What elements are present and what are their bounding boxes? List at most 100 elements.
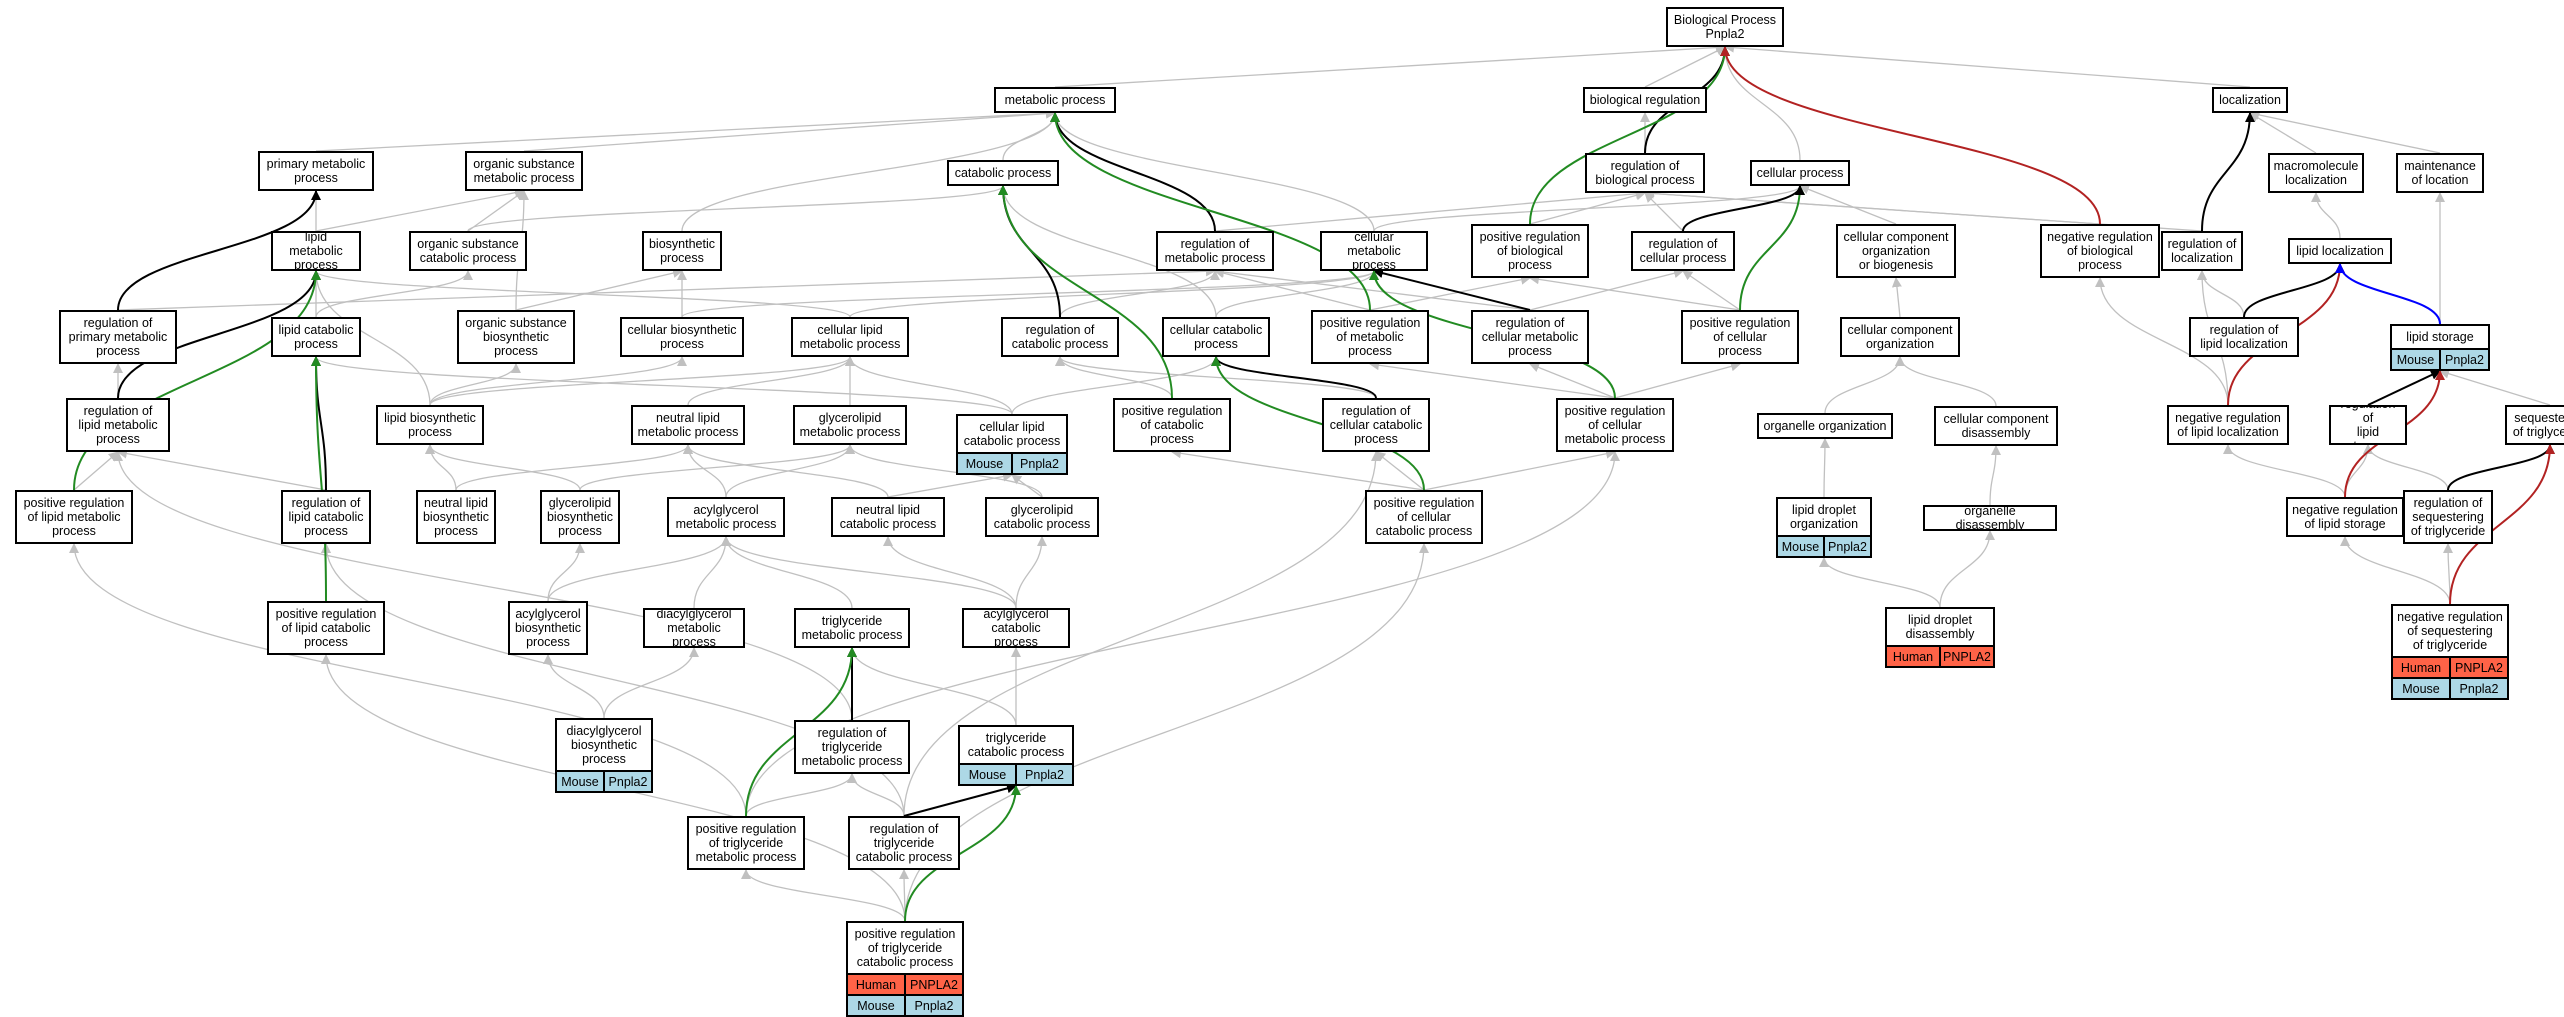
go-term-acylglycerol-cat[interactable]: acylglycerol catabolic process (962, 608, 1070, 648)
go-term-pos-reg-lipid-cat[interactable]: positive regulation of lipid catabolic p… (267, 601, 385, 655)
go-term-reg-cell-met[interactable]: regulation of cellular metabolic process (1471, 310, 1589, 364)
edge-seq-tg-to-lipid-storage (2439, 368, 2551, 406)
go-term-glycerolipid-bio[interactable]: glycerolipid biosynthetic process (540, 490, 620, 544)
go-term-macro-loc[interactable]: macromolecule localization (2268, 153, 2364, 193)
go-term-acylglycerol-bio[interactable]: acylglycerol biosynthetic process (508, 601, 588, 655)
go-term-glycerolipid-cat[interactable]: glycerolipid catabolic process (985, 497, 1099, 537)
go-term-pos-reg-cell-cat[interactable]: positive regulation of cellular cataboli… (1365, 490, 1483, 544)
go-term-reg-cell-cat[interactable]: regulation of cellular catabolic process (1322, 398, 1430, 452)
go-term-label: glycerolipid metabolic process (799, 411, 901, 439)
species-label: Mouse (561, 774, 599, 789)
go-term-lipid-met[interactable]: lipid metabolic process (271, 231, 361, 271)
edge-lipid-cat-to-org-sub-cat (315, 270, 473, 318)
go-term-reg-loc[interactable]: regulation of localization (2161, 231, 2243, 271)
go-term-cell-lipid-met[interactable]: cellular lipid metabolic process (791, 317, 909, 357)
go-term-pos-reg-tg-met[interactable]: positive regulation of triglyceride meta… (687, 816, 805, 870)
go-term-pos-reg-lipid-met[interactable]: positive regulation of lipid metabolic p… (15, 490, 133, 544)
go-term-diacylglycerol-met[interactable]: diacylglycerol metabolic process (643, 608, 745, 648)
go-term-biosyn[interactable]: biosynthetic process (642, 231, 722, 271)
go-term-pos-reg-met[interactable]: positive regulation of metabolic process (1311, 310, 1429, 364)
edge-biol-reg-to-bp (1644, 46, 1726, 88)
go-term-catabolic[interactable]: catabolic process (947, 160, 1059, 186)
go-term-reg-prim-met[interactable]: regulation of primary metabolic process (59, 310, 177, 364)
go-term-label: regulation of triglyceride metabolic pro… (801, 726, 903, 768)
go-term-primary-met[interactable]: primary metabolic process (258, 151, 374, 191)
go-term-org-sub-cat[interactable]: organic substance catabolic process (409, 231, 527, 271)
edge-reg-cat-to-reg-met (1059, 270, 1220, 318)
go-term-label: maintenance of location (2404, 159, 2476, 187)
go-term-cell-cat[interactable]: cellular catabolic process (1162, 317, 1270, 357)
go-term-cellular-proc[interactable]: cellular process (1750, 160, 1850, 186)
go-term-reg-tg-met[interactable]: regulation of triglyceride metabolic pro… (794, 720, 910, 774)
go-term-pos-reg-tg-cat[interactable]: positive regulation of triglyceride cata… (846, 921, 964, 1017)
go-term-reg-tg-cat[interactable]: regulation of triglyceride catabolic pro… (848, 816, 960, 870)
go-term-pos-reg-bio[interactable]: positive regulation of biological proces… (1471, 224, 1589, 278)
go-term-lipid-biosyn[interactable]: lipid biosynthetic process (376, 405, 484, 445)
go-term-maint-loc[interactable]: maintenance of location (2396, 153, 2484, 193)
go-term-lipid-cat[interactable]: lipid catabolic process (271, 317, 361, 357)
edge-org-sub-cat-to-org-sub-met (467, 190, 525, 232)
go-term-pos-reg-cat[interactable]: positive regulation of catabolic process (1113, 398, 1231, 452)
go-term-label: regulation of sequestering of triglyceri… (2410, 496, 2486, 538)
go-term-reg-lipid-storage[interactable]: regulation of lipid storage (2329, 405, 2407, 445)
go-term-reg-lipid-loc[interactable]: regulation of lipid localization (2189, 317, 2299, 357)
go-term-organelle-org[interactable]: organelle organization (1757, 413, 1893, 439)
go-term-label: triglyceride metabolic process (801, 614, 903, 642)
go-term-neg-reg-lipid-storage[interactable]: negative regulation of lipid storage (2286, 497, 2404, 537)
gene-label: PNPLA2 (1939, 647, 1993, 666)
go-term-pos-reg-cell-met[interactable]: positive regulation of cellular metaboli… (1556, 398, 1674, 452)
go-term-neg-reg-bio[interactable]: negative regulation of biological proces… (2040, 224, 2160, 278)
go-term-biol-reg[interactable]: biological regulation (1583, 87, 1707, 113)
go-term-acylglycerol-met[interactable]: acylglycerol metabolic process (667, 497, 785, 537)
go-term-glycerolipid-met[interactable]: glycerolipid metabolic process (793, 405, 907, 445)
go-term-label: cellular metabolic process (1347, 231, 1401, 271)
go-term-localization[interactable]: localization (2212, 87, 2288, 113)
go-term-reg-seq-tg[interactable]: regulation of sequestering of triglyceri… (2403, 490, 2493, 544)
go-term-reg-met[interactable]: regulation of metabolic process (1156, 231, 1274, 271)
go-term-pos-reg-cell[interactable]: positive regulation of cellular process (1681, 310, 1799, 364)
go-term-neg-reg-seq-tg[interactable]: negative regulation of sequestering of t… (2391, 604, 2509, 700)
edge-cell-comp-org2-to-cell-comp-org (1891, 277, 1902, 318)
go-term-label: lipid storage (2406, 330, 2474, 344)
positively-regulates-edge-pos-reg-cell-cat-to-cell-cat (1211, 356, 1425, 491)
go-term-cell-comp-org2[interactable]: cellular component organization (1840, 317, 1960, 357)
go-term-reg-cell[interactable]: regulation of cellular process (1631, 231, 1735, 271)
go-term-bp[interactable]: Biological Process Pnpla2 (1666, 7, 1784, 47)
go-term-metabolic[interactable]: metabolic process (994, 87, 1116, 113)
edge-lipid-biosyn-to-org-sub-bio (429, 363, 521, 406)
go-term-lipid-loc[interactable]: lipid localization (2288, 238, 2392, 264)
go-term-org-sub-bio[interactable]: organic substance biosynthetic process (457, 310, 575, 364)
go-term-reg-bio[interactable]: regulation of biological process (1585, 153, 1705, 193)
go-term-reg-lipid-met[interactable]: regulation of lipid metabolic process (66, 398, 170, 452)
go-term-label: neutral lipid biosynthetic process (422, 496, 489, 538)
go-term-reg-lipid-cat[interactable]: regulation of lipid catabolic process (281, 490, 371, 544)
go-term-cell-comp-org[interactable]: cellular component organization or bioge… (1836, 224, 1956, 278)
go-term-reg-cat[interactable]: regulation of catabolic process (1001, 317, 1119, 357)
go-term-seq-tg[interactable]: sequestering of triglyceride (2505, 405, 2564, 445)
go-term-label: cellular component organization (1847, 323, 1953, 351)
go-term-label: acylglycerol metabolic process (675, 503, 777, 531)
species-label: Human (1892, 649, 1934, 664)
go-term-neutral-lipid-met[interactable]: neutral lipid metabolic process (631, 405, 745, 445)
go-term-org-sub-met[interactable]: organic substance metabolic process (465, 151, 583, 191)
go-term-neg-reg-lipid-loc[interactable]: negative regulation of lipid localizatio… (2167, 405, 2289, 445)
edge-pos-reg-cell-met-to-pos-reg-met (1369, 360, 1616, 399)
go-term-cell-comp-dis[interactable]: cellular component disassembly (1934, 406, 2058, 446)
edge-lipid-loc-to-macro-loc (2311, 192, 2341, 239)
go-term-label: lipid droplet disassembly (1905, 613, 1975, 641)
go-term-neutral-lipid-bio[interactable]: neutral lipid biosynthetic process (416, 490, 496, 544)
go-term-label: neutral lipid catabolic process (839, 503, 937, 531)
go-term-cell-biosyn[interactable]: cellular biosynthetic process (620, 317, 744, 357)
go-term-neutral-lipid-cat[interactable]: neutral lipid catabolic process (831, 497, 945, 537)
go-term-cell-met[interactable]: cellular metabolic process (1320, 231, 1428, 271)
go-term-organelle-dis[interactable]: organelle disassembly (1923, 505, 2057, 531)
edge-reg-cell-cat-to-reg-cat (1055, 356, 1377, 399)
go-term-tg-met[interactable]: triglyceride metabolic process (794, 608, 910, 648)
edge-maint-loc-to-localization (2249, 109, 2441, 154)
